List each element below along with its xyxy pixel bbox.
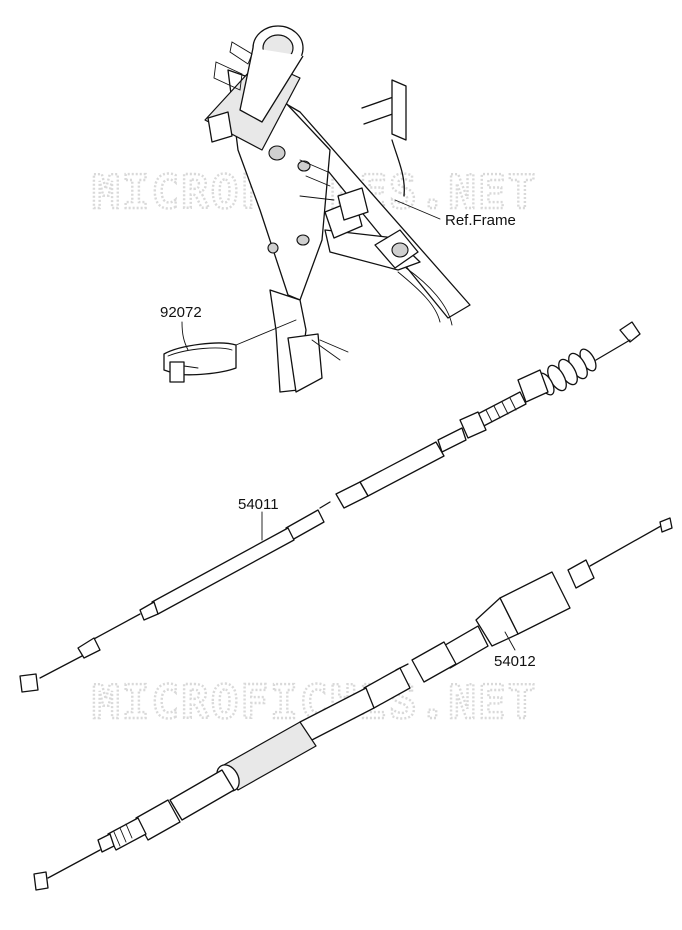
ref-frame-leader <box>394 199 441 220</box>
cable-54012-leader <box>504 631 516 651</box>
band-part-number: 92072 <box>160 304 202 321</box>
band-frame-leader <box>235 319 297 346</box>
ref-frame-label: Ref.Frame <box>445 212 516 229</box>
cable-54012 <box>33 517 673 891</box>
cable-54011-part-number: 54011 <box>238 496 279 513</box>
frame-drawing <box>204 25 471 393</box>
band-leader <box>181 321 189 351</box>
band-92072 <box>163 342 237 383</box>
cable-54012-part-number: 54012 <box>494 653 536 670</box>
cable-54011 <box>19 321 641 693</box>
